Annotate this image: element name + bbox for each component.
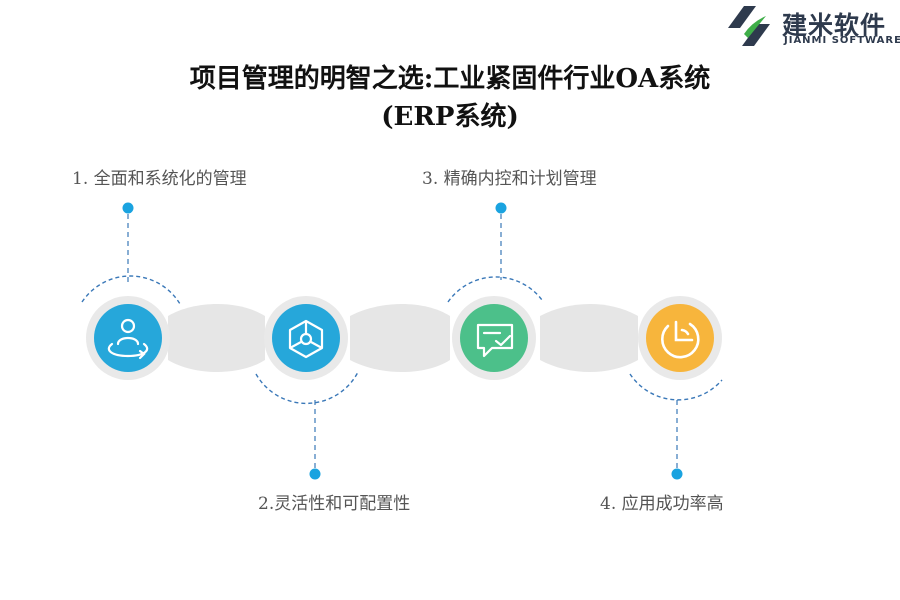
- step-label-2: 2.灵活性和可配置性: [258, 494, 411, 514]
- step-label-1: 1. 全面和系统化的管理: [72, 169, 247, 189]
- step-node-2: [255, 296, 359, 405]
- brand-block: 建米软件 JIANMI SOFTWARE: [722, 4, 900, 52]
- page-title-line2: (ERP系统): [381, 102, 519, 132]
- person-orbit-icon: [107, 318, 149, 360]
- page-title: 项目管理的明智之选:工业紧固件行业OA系统 (ERP系统): [100, 60, 800, 136]
- pointer-2: [309, 400, 321, 480]
- step-label-3: 3. 精确内控和计划管理: [422, 169, 597, 189]
- connector-band: [168, 304, 638, 372]
- brand-name-en: JIANMI SOFTWARE: [784, 35, 900, 46]
- step-label-4: 4. 应用成功率高: [600, 494, 724, 514]
- step-node-4: [629, 296, 723, 401]
- jianmi-logo-icon: [728, 6, 770, 46]
- pie-arc-icon: [661, 320, 700, 359]
- pointer-3: [495, 202, 507, 280]
- pointer-4: [671, 400, 683, 480]
- chat-check-icon: [476, 323, 514, 358]
- page-title-line1: 项目管理的明智之选:工业紧固件行业OA系统: [189, 64, 711, 94]
- step-node-1: [81, 275, 181, 380]
- pointer-1: [122, 202, 134, 282]
- brand-name: 建米软件: [782, 11, 887, 40]
- hexagon-network-icon: [288, 319, 324, 359]
- step-node-3: [447, 276, 543, 380]
